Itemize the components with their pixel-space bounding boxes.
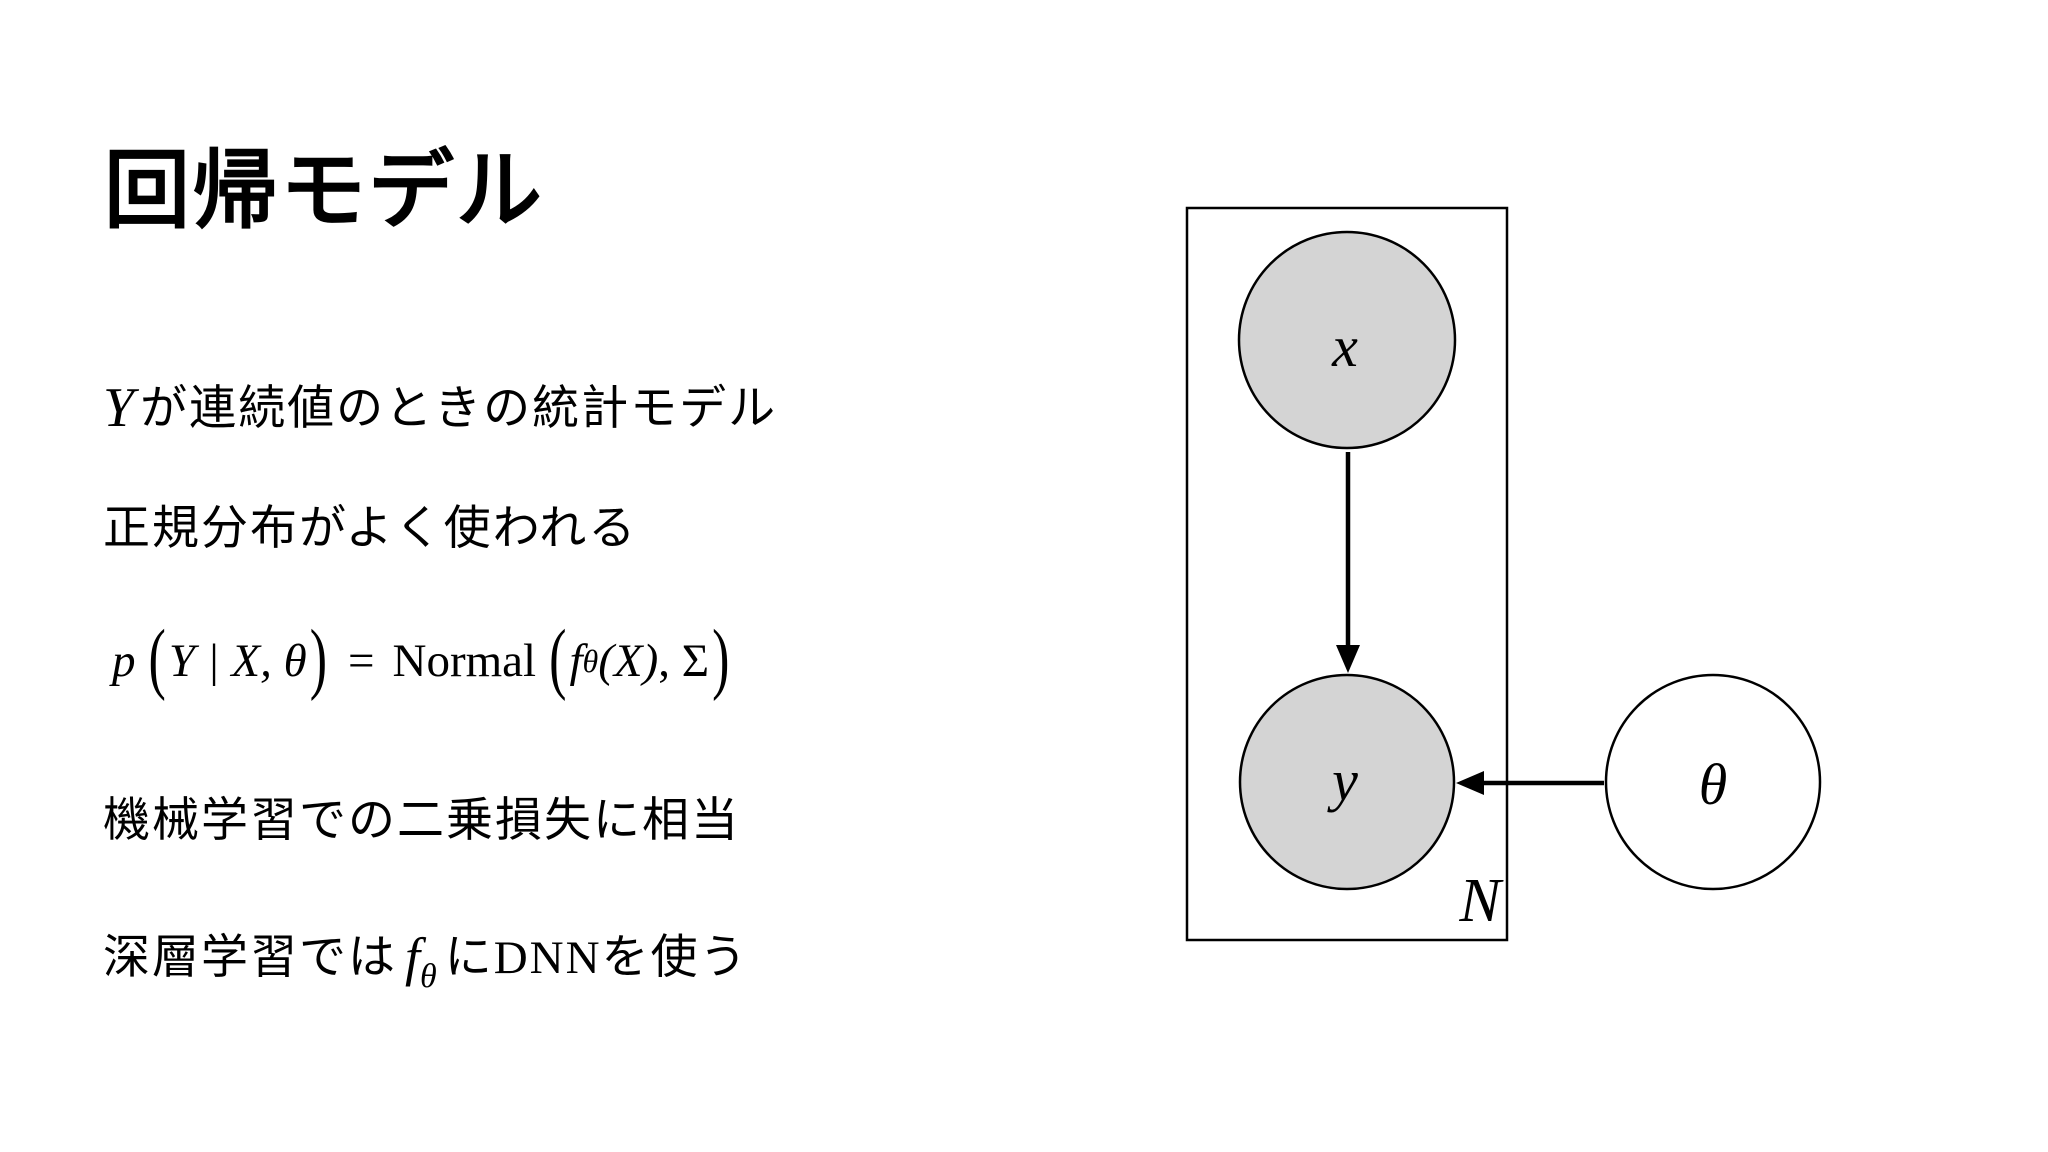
math-var-f: f — [405, 927, 421, 987]
bullet-line-1-text: が連続値のときの統計モデル — [140, 383, 778, 435]
node-y-circle — [1238, 673, 1456, 891]
page-title: 回帰モデル — [104, 142, 544, 239]
formula-f-subscript: θ — [582, 643, 599, 679]
node-x-label: x — [1331, 314, 1358, 379]
formula-f: f — [569, 634, 583, 687]
bullet-line-4-text: 機械学習での二乗損失に相当 — [103, 795, 740, 847]
formula-inner-args: (X) — [598, 634, 659, 687]
bullet-line-2: 正規分布がよく使われる — [103, 506, 637, 553]
formula-p: p — [112, 634, 136, 687]
formula-equals: = — [348, 634, 375, 687]
formula-open-paren-2: ( — [549, 615, 567, 703]
node-theta-circle — [1604, 673, 1822, 891]
plate-count-label: N — [1458, 867, 1504, 935]
bullet-line-4: 機械学習での二乗損失に相当 — [103, 798, 740, 845]
bullet-line-5-post: にDNNを使う — [444, 932, 749, 984]
formula-close-paren: ) — [309, 615, 328, 703]
formula-normal: Normal — [392, 634, 537, 687]
edge-theta-to-y-arrowhead-icon — [1456, 771, 1484, 795]
node-theta-label: θ — [1699, 752, 1728, 817]
formula-lhs-args: Y | X, θ — [168, 634, 307, 687]
node-y-label: y — [1327, 748, 1358, 813]
formula-close-paren-2: ) — [712, 615, 730, 703]
edge-x-to-y-arrowhead-icon — [1336, 645, 1360, 673]
math-var-f-subscript: θ — [420, 958, 437, 995]
plate-rect — [1185, 206, 1509, 942]
bullet-line-5-pre: 深層学習では — [103, 932, 397, 984]
node-x-circle — [1237, 230, 1457, 450]
bullet-line-2-text: 正規分布がよく使われる — [103, 503, 638, 555]
formula-open-paren: ( — [148, 615, 166, 703]
math-var-Y: Y — [103, 377, 135, 439]
formula-comma-sigma: , Σ — [658, 634, 710, 687]
